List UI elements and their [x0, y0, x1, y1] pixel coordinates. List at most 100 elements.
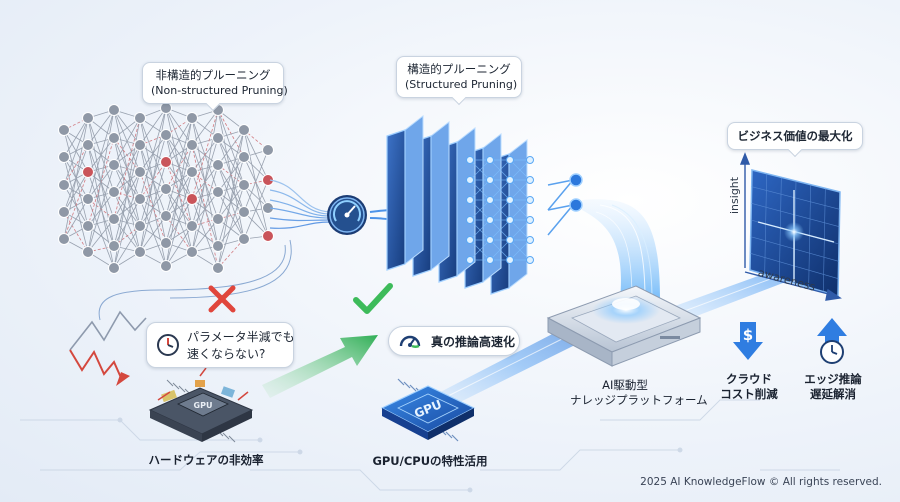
layer-node: [486, 256, 494, 264]
network-node: [212, 213, 224, 225]
network-connection: [165, 215, 193, 253]
layer-node: [526, 256, 534, 264]
network-connection: [87, 109, 115, 200]
layer-node: [486, 176, 494, 184]
network-node: [134, 166, 146, 178]
hardware-flow-lines: [98, 239, 292, 321]
layer-node: [466, 156, 474, 164]
network-node: [238, 151, 250, 163]
layer-node: [526, 156, 534, 164]
network-connection: [243, 129, 269, 181]
network-connection: [63, 117, 89, 186]
network-node: [212, 240, 224, 252]
network-node: [134, 193, 146, 205]
layer-node: [486, 236, 494, 244]
network-connection: [217, 156, 245, 247]
network-node: [58, 124, 70, 136]
network-connection: [113, 117, 141, 220]
layer-node: [506, 196, 514, 204]
network-connection: [217, 191, 245, 240]
network-connection: [139, 215, 167, 253]
question-bubble: パラメータ半減でも 速くならない?: [146, 322, 295, 368]
network-connection: [113, 117, 141, 166]
layer-node: [466, 256, 474, 264]
network-node: [160, 237, 172, 249]
cloud-cost-label: クラウド コスト削減: [716, 372, 782, 402]
network-connection: [243, 179, 269, 240]
axis-insight-label: insight: [728, 176, 741, 214]
network-connection: [113, 144, 141, 247]
network-connection: [217, 129, 245, 166]
inference-speedup-bubble: 真の推論高速化: [388, 326, 520, 356]
layer-slab: [386, 114, 424, 271]
hardware-chip-label: GPU: [194, 401, 213, 410]
network-node: [108, 262, 120, 274]
layer-node: [526, 176, 534, 184]
gpu-chip: [380, 378, 476, 442]
clock-up-icon: [817, 318, 847, 364]
network-node: [186, 139, 198, 151]
network-connection: [113, 198, 141, 247]
structured-subtitle: (Structured Pruning): [405, 78, 518, 91]
business-value-title: ビジネス価値の最大化: [737, 129, 853, 143]
network-connection: [165, 117, 193, 217]
business-value-label: ビジネス価値の最大化: [727, 122, 863, 150]
network-node: [238, 233, 250, 245]
gauge-icon: [327, 195, 367, 235]
check-icon: [353, 283, 393, 314]
network-node: [160, 183, 172, 195]
cross-icon: [208, 285, 236, 313]
network-connection: [191, 144, 219, 269]
decline-arrow: [69, 310, 147, 386]
structured-layers-stack: [386, 114, 534, 295]
network-connection: [87, 218, 115, 253]
network-node: [212, 159, 224, 171]
network-connection: [165, 225, 193, 267]
network-connection: [139, 107, 167, 200]
layer-node: [526, 236, 534, 244]
pruned-node: [186, 193, 198, 205]
network-node: [108, 213, 120, 225]
network-node: [186, 220, 198, 232]
network-node: [58, 206, 70, 218]
network-node: [186, 166, 198, 178]
non-structured-pruning-label: 非構造的プルーニング (Non-structured Pruning): [142, 62, 288, 104]
network-node: [186, 246, 198, 258]
network-node: [108, 132, 120, 144]
pruned-node: [262, 174, 274, 186]
network-connection: [217, 137, 245, 186]
layer-node: [506, 156, 514, 164]
network-connection: [63, 198, 89, 240]
non-structured-subtitle: (Non-structured Pruning): [151, 84, 288, 97]
network-connection: [63, 117, 89, 158]
network-node: [262, 144, 274, 156]
layer-node: [506, 256, 514, 264]
layer-node: [466, 216, 474, 224]
clock-icon: [157, 334, 179, 356]
svg-text:$: $: [743, 326, 753, 344]
speedup-arrow: [262, 335, 378, 398]
network-connection: [63, 171, 89, 240]
layer-node: [526, 216, 534, 224]
network-connection: [217, 184, 245, 269]
network-connection: [63, 171, 89, 213]
network-connection: [165, 117, 193, 163]
speedometer-icon: [399, 335, 421, 348]
network-node: [82, 112, 94, 124]
layer-node: [466, 196, 474, 204]
platform-label: AI駆動型 ナレッジプラットフォーム: [570, 378, 708, 408]
pruned-node: [160, 156, 172, 168]
network-node: [212, 186, 224, 198]
network-connection: [63, 211, 89, 253]
network-node: [160, 102, 172, 114]
network-node: [238, 124, 250, 136]
network-node: [238, 206, 250, 218]
edge-line-1: エッジ推論: [804, 372, 862, 386]
cloud-cost-line-2: コスト削減: [720, 387, 778, 401]
network-connection: [191, 218, 219, 253]
layer-node: [466, 176, 474, 184]
non-structured-title: 非構造的プルーニング: [155, 68, 271, 82]
network-connection: [217, 211, 245, 247]
layer-node: [506, 216, 514, 224]
